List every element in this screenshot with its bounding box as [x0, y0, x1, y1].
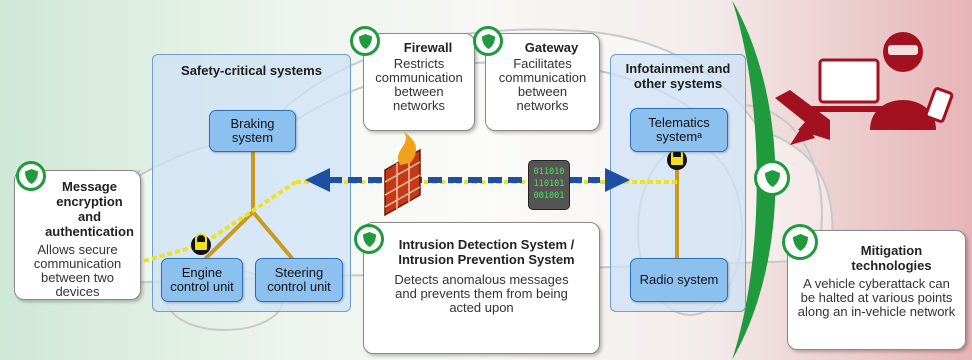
firewall-card: Firewall Restricts communication between…: [363, 33, 475, 131]
firewall-description: Restricts communication between networks: [375, 56, 463, 113]
mitigation-barrier: [732, 0, 776, 360]
mitigation-title: Mitigation technologies: [851, 243, 932, 273]
gateway-chip-icon: 011010 110101 001001: [528, 160, 570, 210]
intrusion-detection-card: Intrusion Detection System / Intrusion P…: [363, 222, 600, 354]
firewall-title: Firewall: [403, 40, 453, 55]
gateway-card: Gateway Facilitates communication betwee…: [485, 33, 600, 131]
lock-icon-telematics: [667, 148, 687, 170]
firewall-icon: [384, 132, 421, 217]
safety-panel-title: Safety-critical systems: [181, 63, 322, 78]
steering-control-unit-box: Steering control unit: [255, 258, 343, 302]
mitigation-card: Mitigation technologies A vehicle cybera…: [787, 230, 966, 350]
message-title: Message encryption and authentication: [45, 179, 134, 239]
telematics-system-box: Telematics systemᵃ: [630, 108, 728, 152]
gateway-binary-line: 001001: [533, 191, 565, 201]
lock-icon-engine: [191, 233, 211, 255]
gateway-binary-line: 011010: [533, 167, 565, 177]
shield-icon: [473, 26, 503, 56]
gateway-title: Gateway: [524, 40, 579, 55]
braking-system-box: Braking system: [209, 110, 296, 152]
message-description: Allows secure communication between two …: [33, 242, 122, 299]
gateway-description: Facilitates communication between networ…: [498, 56, 587, 113]
message-encryption-card: Message encryption and authentication Al…: [14, 170, 141, 300]
shield-icon: [782, 224, 818, 260]
radio-system-box: Radio system: [630, 258, 728, 302]
engine-control-unit-box: Engine control unit: [161, 258, 243, 302]
infotainment-panel-title: Infotainment and other systems: [625, 61, 731, 91]
ids-description: Detects anomalous messages and prevents …: [394, 272, 569, 315]
shield-icon: [354, 224, 384, 254]
gateway-binary-line: 110101: [533, 179, 565, 189]
shield-icon: [16, 161, 46, 191]
shield-icon: [754, 160, 790, 196]
hacker-icon: [775, 32, 954, 145]
shield-icon: [350, 26, 380, 56]
mitigation-description: A vehicle cyberattack can be halted at v…: [797, 276, 956, 319]
ids-title: Intrusion Detection System / Intrusion P…: [398, 237, 575, 267]
